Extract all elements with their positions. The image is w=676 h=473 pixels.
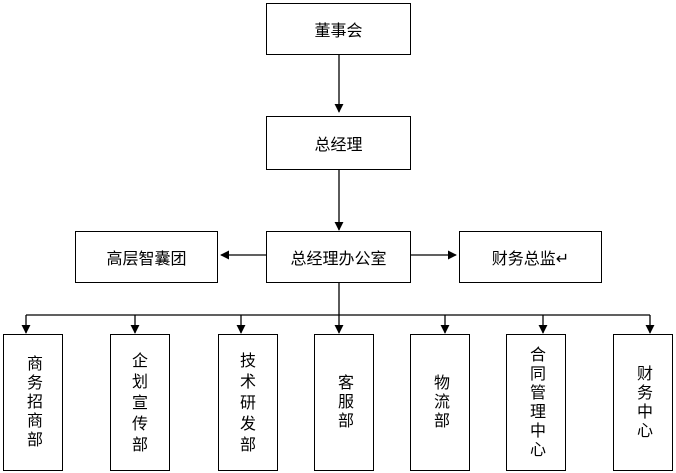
general-manager-box: 总经理 bbox=[266, 116, 411, 170]
cfo-label: 财务总监↵ bbox=[491, 249, 570, 268]
dept-label-customer-service: 客服部 bbox=[335, 374, 354, 431]
think-tank-label: 高层智囊团 bbox=[106, 249, 187, 268]
dept-label-business: 商务招商部 bbox=[24, 355, 43, 450]
dept-label-logistics: 物流部 bbox=[431, 374, 450, 431]
gm-office-box: 总经理办公室 bbox=[266, 231, 411, 283]
dept-box-planning: 企划宣传部 bbox=[110, 334, 170, 471]
gm-office-label: 总经理办公室 bbox=[290, 249, 387, 268]
board-label: 董事会 bbox=[314, 21, 363, 40]
dept-label-rnd: 技术研发部 bbox=[240, 351, 257, 454]
dept-box-rnd: 技术研发部 bbox=[218, 334, 278, 471]
dept-box-contract: 合同管理中心 bbox=[506, 334, 566, 471]
dept-label-finance: 财务中心 bbox=[634, 364, 653, 441]
dept-box-logistics: 物流部 bbox=[410, 334, 470, 471]
cfo-box: 财务总监↵ bbox=[459, 231, 602, 283]
general-manager-label: 总经理 bbox=[314, 135, 363, 154]
dept-label-contract: 合同管理中心 bbox=[527, 345, 546, 460]
think-tank-box: 高层智囊团 bbox=[75, 231, 218, 283]
board-box: 董事会 bbox=[266, 3, 411, 55]
dept-box-customer-service: 客服部 bbox=[314, 334, 374, 471]
dept-box-finance: 财务中心 bbox=[613, 334, 673, 471]
dept-box-business: 商务招商部 bbox=[3, 334, 63, 471]
dept-label-planning: 企划宣传部 bbox=[132, 351, 149, 454]
